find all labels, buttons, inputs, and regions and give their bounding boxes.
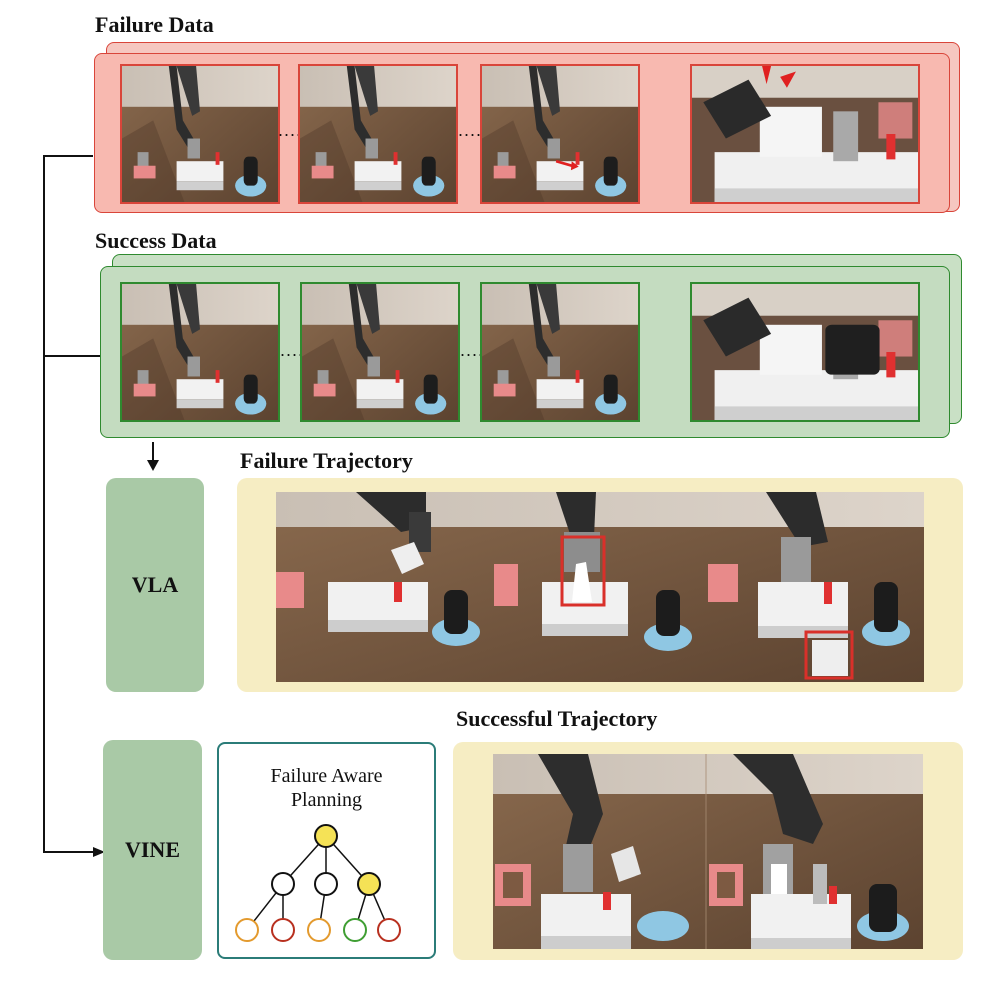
failure-marker-arrow-1 [762, 66, 772, 85]
tree-node-level3-3 [343, 918, 367, 942]
connector-to-vine [43, 851, 95, 853]
tree-node-level3-0 [235, 918, 259, 942]
tree-node-level3-4 [377, 918, 401, 942]
tree-node-level2-2 [357, 872, 381, 896]
tree-node-level2-1 [314, 872, 338, 896]
tree-node-level2-0 [271, 872, 295, 896]
planning-tree [235, 824, 401, 942]
arrow-to-vine-icon [93, 847, 105, 857]
tree-node-level3-2 [307, 918, 331, 942]
failure-frame-1 [120, 64, 280, 204]
failure-trajectory-title: Failure Trajectory [240, 448, 413, 473]
connector-to-success [43, 355, 100, 357]
failure-frame-zoom [690, 64, 920, 204]
success-frame-1 [120, 282, 280, 422]
failure-marker-arrow-2 [780, 71, 796, 88]
success-frame-3 [480, 282, 640, 422]
success-frame-zoom [690, 282, 920, 422]
vla-label: VLA [131, 572, 179, 597]
vine-box: VINE [103, 740, 202, 960]
vla-box: VLA [106, 478, 204, 692]
planning-title-line-1: Failure Aware [270, 765, 383, 787]
tree-node-root [314, 824, 338, 848]
successful-trajectory-title: Successful Trajectory [456, 706, 658, 731]
failure-data-title: Failure Data [95, 12, 214, 37]
planning-title-line-2: Planning [290, 789, 363, 811]
connector-vertical [43, 155, 45, 852]
success-frame-2 [300, 282, 460, 422]
arrow-success-to-vla-line [152, 442, 154, 464]
failure-aware-planning-box: Failure Aware Planning [217, 742, 436, 959]
connector-to-failure [43, 155, 93, 157]
failure-frame-2 [298, 64, 458, 204]
failure-frame-3 [480, 64, 640, 204]
failure-trajectory-image [276, 492, 924, 682]
arrow-down-icon [147, 460, 159, 471]
tree-node-level3-1 [271, 918, 295, 942]
successful-trajectory-image [493, 754, 923, 949]
vine-label: VINE [124, 837, 180, 862]
success-data-title: Success Data [95, 228, 217, 253]
